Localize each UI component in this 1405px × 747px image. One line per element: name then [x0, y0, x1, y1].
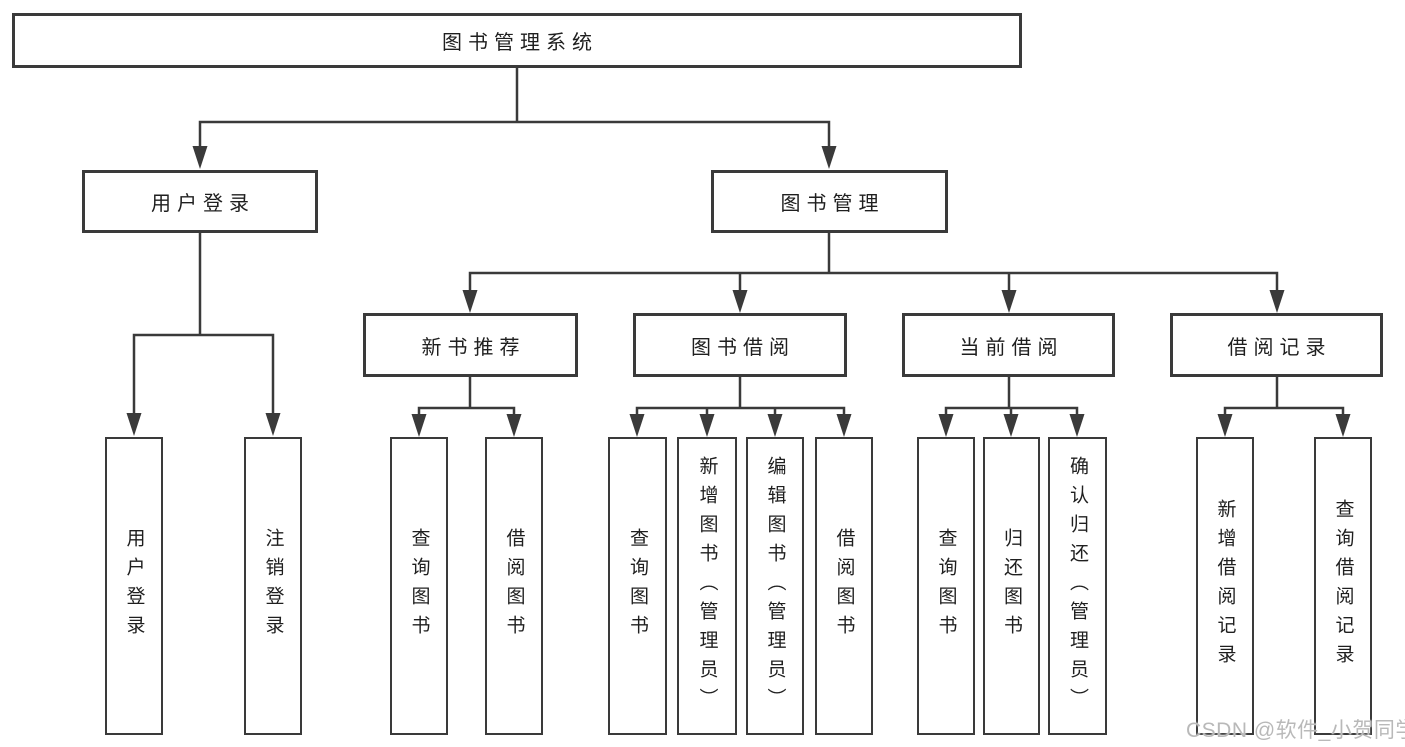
leaf-return-books-label: 归还图书 [1001, 528, 1022, 644]
node-library-management-system: 图书管理系统 [12, 13, 1022, 68]
node-borrowing-records: 借阅记录 [1170, 313, 1383, 377]
leaf-edit-books-admin-label: 编辑图书（管理员） [764, 455, 786, 717]
leaf-add-books-admin: 新增图书（管理员） [677, 437, 737, 735]
node-user-login: 用户登录 [82, 170, 318, 233]
leaf-confirm-return-admin: 确认归还（管理员） [1048, 437, 1107, 735]
leaf-edit-books-admin: 编辑图书（管理员） [746, 437, 804, 735]
leaf-borrow-books-label: 借阅图书 [833, 528, 855, 644]
leaf-add-books-admin-label: 新增图书（管理员） [696, 455, 718, 717]
leaf-borrow-books: 借阅图书 [815, 437, 873, 735]
node-book-borrowing: 图书借阅 [633, 313, 847, 377]
leaf-borrow-books-recommend: 借阅图书 [485, 437, 543, 735]
leaf-logout-label: 注销登录 [262, 528, 284, 644]
leaf-add-borrow-record: 新增借阅记录 [1196, 437, 1254, 735]
leaf-borrow-books-recommend-label: 借阅图书 [503, 528, 525, 644]
leaf-query-borrow-record: 查询借阅记录 [1314, 437, 1372, 735]
leaf-return-books: 归还图书 [983, 437, 1040, 735]
leaf-user-login-label: 用户登录 [123, 528, 145, 644]
node-current-borrowing: 当前借阅 [902, 313, 1115, 377]
leaf-query-books-current-label: 查询图书 [935, 528, 957, 644]
csdn-watermark: CSDN @软件_小贺同学 [1186, 719, 1405, 742]
leaf-query-books-borrow-label: 查询图书 [627, 528, 648, 644]
leaf-logout: 注销登录 [244, 437, 302, 735]
leaf-user-login: 用户登录 [105, 437, 163, 735]
leaf-confirm-return-admin-label: 确认归还（管理员） [1067, 455, 1088, 717]
node-book-management: 图书管理 [711, 170, 948, 233]
leaf-query-books-current: 查询图书 [917, 437, 975, 735]
leaf-query-books-recommend-label: 查询图书 [408, 528, 430, 644]
leaf-query-borrow-record-label: 查询借阅记录 [1332, 499, 1354, 673]
node-new-book-recommendation: 新书推荐 [363, 313, 578, 377]
leaf-add-borrow-record-label: 新增借阅记录 [1214, 499, 1236, 673]
leaf-query-books-recommend: 查询图书 [390, 437, 448, 735]
leaf-query-books-borrow: 查询图书 [608, 437, 667, 735]
